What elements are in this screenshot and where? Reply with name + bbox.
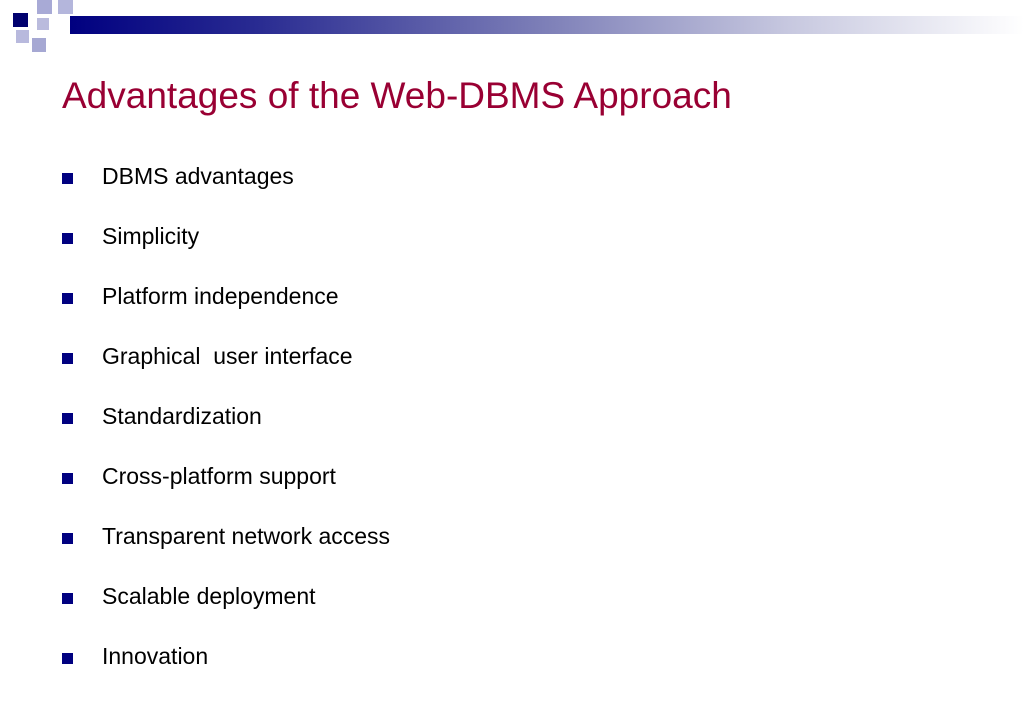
slide-title: Advantages of the Web-DBMS Approach: [62, 75, 732, 116]
square-bullet-icon: [62, 233, 73, 244]
square-bullet-icon: [62, 533, 73, 544]
header-gradient-bar: [70, 16, 1024, 34]
bullet-text: Cross-platform support: [102, 463, 336, 489]
bullet-list: DBMS advantages Simplicity Platform inde…: [62, 158, 390, 698]
bullet-text: Innovation: [102, 643, 209, 669]
bullet-item: Transparent network access: [62, 518, 390, 578]
decorative-square: [58, 0, 73, 14]
bullet-text: Transparent network access: [102, 523, 391, 549]
bullet-item: Platform independence: [62, 278, 390, 338]
bullet-text: DBMS advantages: [102, 163, 294, 189]
square-bullet-icon: [62, 353, 73, 364]
bullet-item: Standardization: [62, 398, 390, 458]
square-bullet-icon: [62, 593, 73, 604]
square-bullet-icon: [62, 473, 73, 484]
bullet-item: DBMS advantages: [62, 158, 390, 218]
decorative-square: [32, 38, 46, 52]
bullet-item: Graphical user interface: [62, 338, 390, 398]
decorative-square: [37, 18, 49, 30]
bullet-text: Graphical user interface: [102, 343, 353, 369]
square-bullet-icon: [62, 653, 73, 664]
bullet-text: Platform independence: [102, 283, 339, 309]
bullet-item: Innovation: [62, 638, 390, 698]
decorative-square: [13, 13, 28, 27]
bullet-item: Scalable deployment: [62, 578, 390, 638]
bullet-text: Standardization: [102, 403, 262, 429]
bullet-item: Simplicity: [62, 218, 390, 278]
bullet-text: Simplicity: [102, 223, 200, 249]
decorative-square: [16, 30, 29, 43]
bullet-item: Cross-platform support: [62, 458, 390, 518]
bullet-text: Scalable deployment: [102, 583, 316, 609]
square-bullet-icon: [62, 293, 73, 304]
decorative-square: [37, 0, 52, 14]
square-bullet-icon: [62, 413, 73, 424]
square-bullet-icon: [62, 173, 73, 184]
